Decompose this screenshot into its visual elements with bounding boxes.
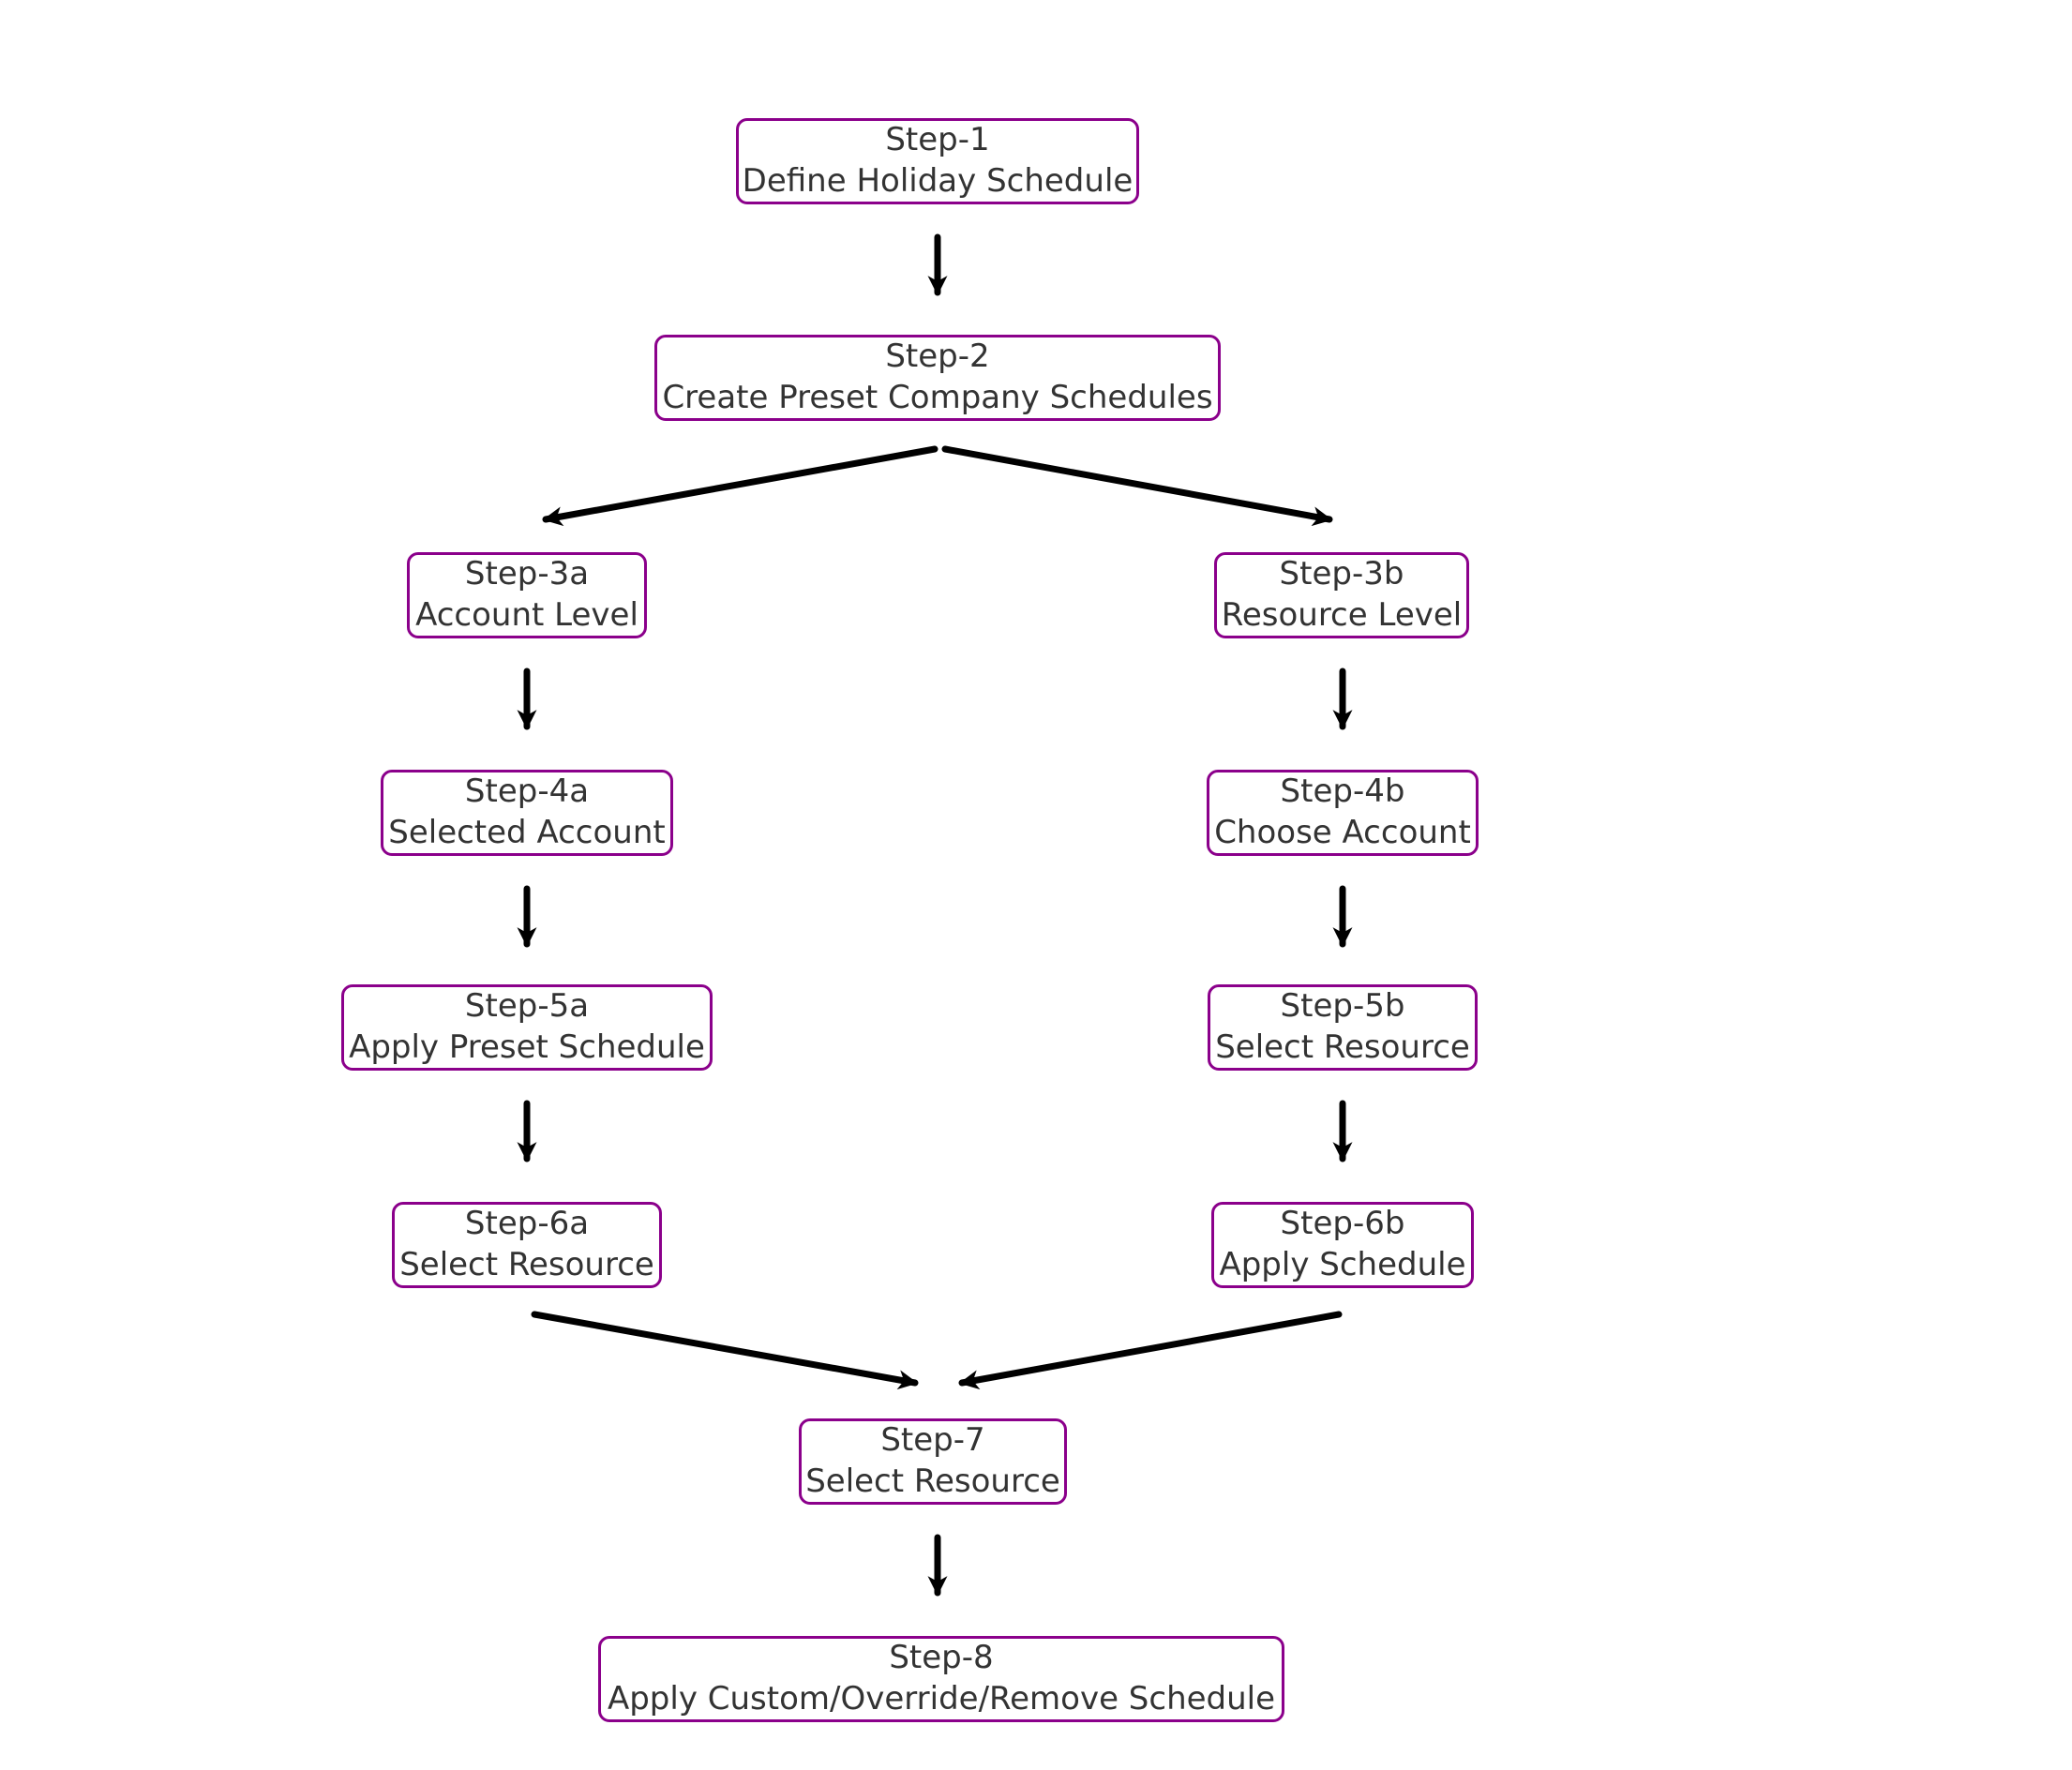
step-5b-label: Select Resource: [1215, 1028, 1470, 1066]
step-3b-title: Step-3b: [1279, 555, 1404, 593]
flow-node-step-1: Step-1 Define Holiday Schedule: [736, 118, 1139, 204]
step-3a-label: Account Level: [415, 596, 638, 634]
flow-node-step-5b: Step-5b Select Resource: [1208, 984, 1478, 1071]
step-4b-title: Step-4b: [1280, 772, 1405, 811]
flow-node-step-4a: Step-4a Selected Account: [381, 770, 673, 856]
step-1-label: Define Holiday Schedule: [742, 162, 1134, 200]
flow-node-step-3b: Step-3b Resource Level: [1214, 552, 1469, 638]
edge-step2-step3a: [542, 445, 938, 527]
flow-node-step-6a: Step-6a Select Resource: [392, 1202, 662, 1288]
step-3a-title: Step-3a: [464, 555, 590, 593]
step-6b-title: Step-6b: [1280, 1205, 1405, 1243]
step-7-label: Select Resource: [805, 1462, 1060, 1500]
step-6a-label: Select Resource: [399, 1246, 654, 1283]
flow-node-step-7: Step-7 Select Resource: [799, 1418, 1067, 1505]
step-2-title: Step-2: [885, 338, 990, 376]
step-5a-label: Apply Preset Schedule: [349, 1028, 705, 1066]
step-3b-label: Resource Level: [1221, 596, 1463, 634]
step-6a-title: Step-6a: [464, 1205, 590, 1243]
step-1-title: Step-1: [885, 121, 990, 159]
step-8-label: Apply Custom/Override/Remove Schedule: [607, 1680, 1276, 1718]
step-5b-title: Step-5b: [1280, 987, 1405, 1026]
step-4a-title: Step-4a: [464, 772, 590, 811]
flow-node-step-2: Step-2 Create Preset Company Schedules: [654, 335, 1221, 421]
step-6b-label: Apply Schedule: [1219, 1246, 1466, 1283]
step-4a-label: Selected Account: [388, 814, 666, 851]
step-5a-title: Step-5a: [464, 987, 590, 1026]
step-4b-label: Choose Account: [1214, 814, 1471, 851]
edge-step2-step3b: [941, 445, 1333, 527]
flow-node-step-3a: Step-3a Account Level: [407, 552, 647, 638]
edge-step6a-step7: [531, 1311, 919, 1390]
edge-step6b-step7: [958, 1311, 1343, 1390]
flow-node-step-5a: Step-5a Apply Preset Schedule: [341, 984, 713, 1071]
step-7-title: Step-7: [880, 1421, 985, 1460]
step-8-title: Step-8: [889, 1639, 994, 1677]
flow-node-step-6b: Step-6b Apply Schedule: [1211, 1202, 1474, 1288]
flow-node-step-4b: Step-4b Choose Account: [1207, 770, 1479, 856]
flow-node-step-8: Step-8 Apply Custom/Override/Remove Sche…: [598, 1636, 1284, 1722]
step-2-label: Create Preset Company Schedules: [662, 379, 1213, 416]
